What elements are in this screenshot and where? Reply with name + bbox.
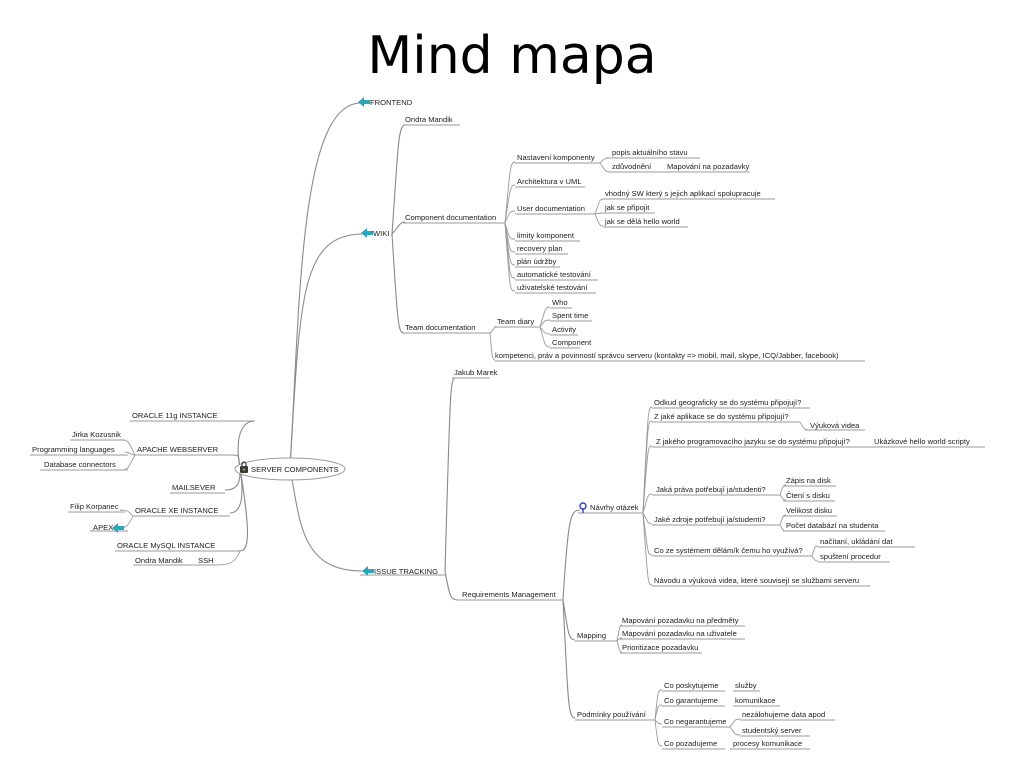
node-q-zdroje[interactable]: Jaké zdroje potřebují ja/studenti?	[654, 515, 765, 524]
node-oracle-mysql[interactable]: ORACLE MySQL INSTANCE	[117, 541, 215, 550]
node-co-negarantujeme[interactable]: Co negarantujeme	[664, 717, 726, 726]
node-q-aplikace[interactable]: Z jaké aplikace se do systému připojují?	[654, 412, 789, 421]
node-spusteni-procedur[interactable]: spuštení procedur	[820, 552, 881, 561]
arrow-left-icon	[362, 566, 374, 576]
node-ondra-mandik-left[interactable]: Ondra Mandik	[135, 556, 183, 565]
node-frontend[interactable]: FRONTEND	[370, 98, 413, 107]
node-hello-world-scripty[interactable]: Ukázkové hello world scripty	[874, 437, 970, 446]
node-mapovani-uzivatele[interactable]: Mapování pozadavku na uživatele	[622, 629, 737, 638]
node-zduvodneni[interactable]: zdůvodnění	[612, 162, 652, 171]
node-co-poskytujeme[interactable]: Co poskytujeme	[664, 681, 718, 690]
node-apex[interactable]: APEX	[93, 523, 113, 532]
node-wiki[interactable]: WIKI	[373, 229, 389, 238]
node-co-garantujeme[interactable]: Co garantujeme	[664, 696, 718, 705]
node-kompetence[interactable]: kompetenci, práv a povinností správcu se…	[495, 351, 839, 360]
center-node[interactable]: SERVER COMPONENTS	[234, 457, 346, 481]
node-cteni-s-disku[interactable]: Čtení s disku	[786, 491, 830, 500]
question-mark-icon	[579, 502, 587, 513]
node-podminky-pouzivani[interactable]: Podmínky používání	[577, 710, 647, 719]
node-sluzby[interactable]: služby	[735, 681, 757, 690]
node-studentsky-server[interactable]: studentský server	[742, 726, 802, 735]
node-vyukova-videa[interactable]: Výuková videa	[810, 421, 860, 430]
node-issue-tracking[interactable]: ISSUE TRACKING	[374, 567, 438, 576]
node-vhodny-sw[interactable]: vhodný SW který s jejich aplikací spolup…	[605, 189, 761, 198]
node-mapovani-predmety[interactable]: Mapování pozadavku na předměty	[622, 616, 739, 625]
node-mailsever[interactable]: MAILSEVER	[172, 483, 216, 492]
node-prioritizace[interactable]: Prioritizace pozadavku	[622, 643, 698, 652]
node-mapovani-pozadavky[interactable]: Mapování na pozadavky	[667, 162, 750, 171]
node-oracle-11g[interactable]: ORACLE 11g INSTANCE	[132, 411, 217, 420]
node-q-prava[interactable]: Jaká práva potřebují ja/studenti?	[656, 485, 766, 494]
node-pocet-databazi[interactable]: Počet databází na studenta	[786, 521, 879, 530]
node-component-documentation[interactable]: Component documentation	[405, 213, 496, 222]
node-q-jazyk[interactable]: Z jakého programovacího jazyku se do sys…	[656, 437, 850, 446]
node-q-system[interactable]: Co ze systémem dělám/k čemu ho využívá?	[654, 546, 803, 555]
node-procesy-komunikace[interactable]: procesy komunikace	[733, 739, 802, 748]
node-component[interactable]: Component	[552, 338, 592, 347]
node-popis-stavu[interactable]: popis aktuálního stavu	[612, 148, 688, 157]
node-hello-world[interactable]: jak se dělá hello world	[604, 217, 680, 226]
node-navrhy-otazek[interactable]: Návrhy otázek	[590, 503, 639, 512]
node-apache-webserver[interactable]: APACHE WEBSERVER	[137, 445, 219, 454]
node-q-geograficky[interactable]: Odkud geograficky se do systému připojuj…	[654, 398, 801, 407]
node-who[interactable]: Who	[552, 298, 568, 307]
center-node-label: SERVER COMPONENTS	[251, 465, 339, 474]
node-jakub-marek[interactable]: Jakub Marek	[454, 368, 498, 377]
node-programming-languages[interactable]: Programming languages	[32, 445, 115, 454]
node-recovery-plan[interactable]: recovery plan	[517, 244, 563, 253]
node-activity[interactable]: Activity	[552, 325, 576, 334]
node-jak-se-pripojit[interactable]: jak se připojit	[604, 203, 650, 212]
node-co-pozadujeme[interactable]: Co pozadujeme	[664, 739, 717, 748]
arrow-left-icon	[361, 228, 373, 238]
node-ssh[interactable]: SSH	[198, 556, 214, 565]
connectors	[30, 102, 985, 750]
node-nacitani-dat[interactable]: načítaní, ukládání dat	[820, 537, 894, 546]
node-mapping[interactable]: Mapping	[577, 631, 606, 640]
node-team-diary[interactable]: Team diary	[497, 317, 534, 326]
node-team-documentation[interactable]: Team documentation	[405, 323, 476, 332]
node-uzivatelske-testovani[interactable]: uživatelské testování	[517, 283, 588, 292]
node-nastaveni-komponenty[interactable]: Nastavení komponenty	[517, 153, 595, 162]
node-automaticke-testovani[interactable]: automatické testování	[517, 270, 592, 279]
node-filip-korpanec[interactable]: Filip Korpanec	[70, 502, 119, 511]
node-architektura-uml[interactable]: Architektura v UML	[517, 177, 582, 186]
node-plan-udrzby[interactable]: plán údržby	[517, 257, 556, 266]
node-oracle-xe[interactable]: ORACLE XE INSTANCE	[135, 506, 218, 515]
node-user-documentation[interactable]: User documentation	[517, 204, 585, 213]
node-komunikace[interactable]: komunikace	[735, 696, 776, 705]
arrow-left-icon	[358, 97, 370, 107]
node-limity-komponent[interactable]: limity komponent	[517, 231, 575, 240]
node-jirka-kozusnik[interactable]: Jirka Kozusnik	[72, 430, 121, 439]
node-navodu-videa[interactable]: Návodu a výuková videa, které souvisejí …	[654, 576, 859, 585]
node-spent-time[interactable]: Spent time	[552, 311, 588, 320]
node-zapis-na-disk[interactable]: Zápis na disk	[786, 476, 831, 485]
lock-icon	[240, 461, 248, 473]
node-velikost-disku[interactable]: Velikost disku	[786, 506, 832, 515]
slide-title: Mind mapa	[367, 26, 657, 86]
arrow-left-icon	[112, 523, 124, 533]
node-ondra-mandik-wiki[interactable]: Ondra Mandik	[405, 115, 453, 124]
node-nezalohujeme[interactable]: nezálohujeme data apod	[742, 710, 825, 719]
node-database-connectors[interactable]: Database connectors	[44, 460, 116, 469]
node-requirements-management[interactable]: Requirements Management	[462, 590, 557, 599]
